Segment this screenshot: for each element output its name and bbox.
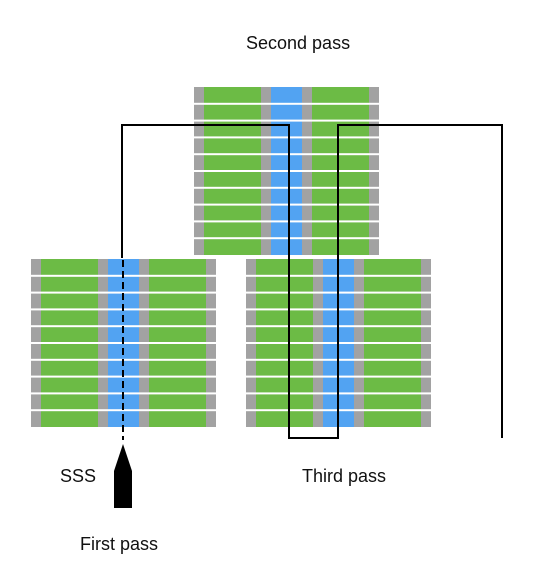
row-separator [194, 186, 379, 189]
second-pass-path [121, 124, 503, 439]
row-separator [194, 170, 379, 172]
row-separator [31, 409, 216, 412]
blocks-layer [31, 87, 431, 427]
pass-lines [114, 124, 503, 508]
row-separator [194, 220, 379, 223]
third-pass-label: Third pass [302, 466, 387, 486]
row-separator [194, 153, 379, 156]
first-pass-label: First pass [80, 534, 159, 554]
row-separator [194, 136, 379, 139]
sss-label: SSS [60, 466, 97, 486]
first-pass-arrow-icon [114, 444, 132, 508]
second-pass-label: Second pass [246, 33, 351, 53]
row-separator [194, 237, 379, 240]
row-separator [31, 291, 216, 294]
row-separator [194, 203, 379, 206]
block-second-pass [194, 87, 379, 255]
row-separator [194, 119, 379, 122]
row-separator [194, 102, 379, 105]
